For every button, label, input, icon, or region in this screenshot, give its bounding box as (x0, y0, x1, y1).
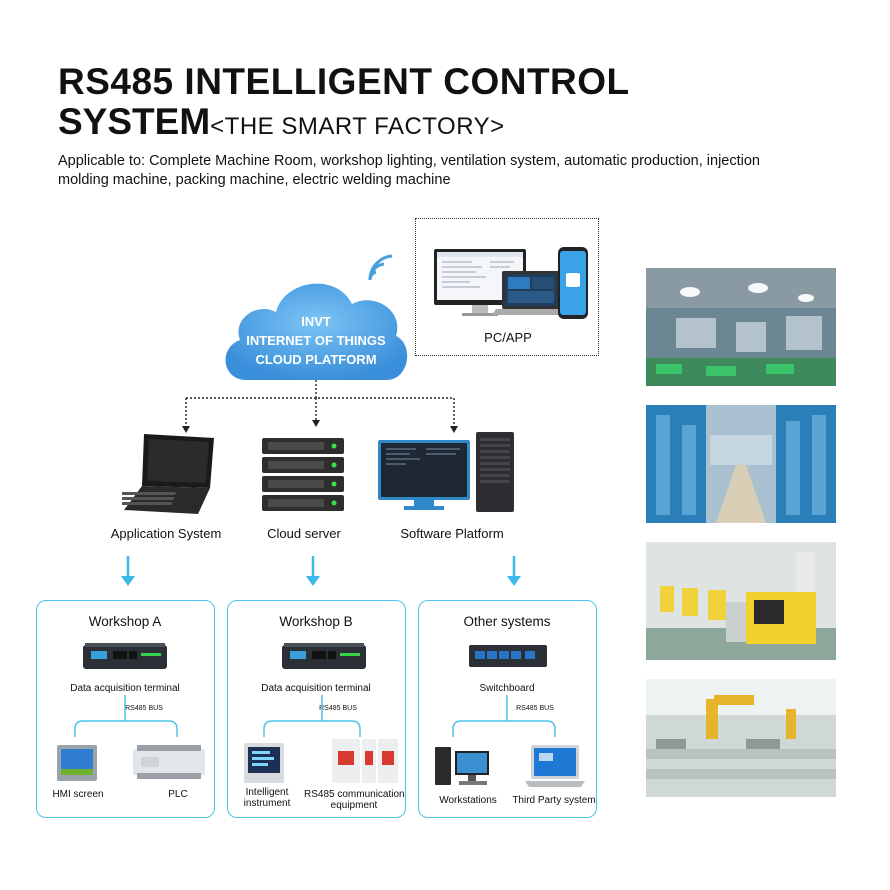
devices-icon (434, 247, 588, 319)
pc-app-label: PC/APP (484, 330, 532, 345)
factory-photo-automation (646, 679, 836, 797)
rs485-equipment-label: RS485 communication equipment (304, 789, 405, 811)
other-systems-title: Other systems (463, 614, 551, 629)
hmi-screen-label: HMI screen (52, 789, 104, 800)
cloud-platform: INVT INTERNET OF THINGS CLOUD PLATFORM (218, 262, 414, 388)
switchboard-label: Switchboard (479, 683, 535, 694)
switchboard-icon (469, 645, 547, 667)
plc-icon (133, 745, 205, 779)
workshop-a-device-label: Data acquisition terminal (70, 683, 180, 694)
equipment-label-line-1: RS485 communication (304, 789, 405, 800)
other-systems-box: Other systems Switchboard RS485 BUS Work… (418, 600, 597, 818)
software-platform-label: Software Platform (400, 526, 504, 541)
software-platform-icon (378, 432, 518, 514)
plc-label: PLC (168, 789, 188, 800)
cloud-line-2: INTERNET OF THINGS (246, 333, 386, 348)
cloud-icon (225, 283, 408, 380)
factory-photo-injection (646, 542, 836, 660)
cloud-line-3: CLOUD PLATFORM (255, 352, 377, 367)
workshop-b-bus-lines (263, 695, 361, 737)
page-title-line2: SYSTEM<THE SMART FACTORY> (58, 102, 505, 147)
other-systems-bus-label: RS485 BUS (516, 705, 554, 712)
title-system: SYSTEM (58, 101, 211, 142)
instrument-label-line-1: Intelligent (245, 787, 289, 798)
wifi-icon (364, 250, 400, 286)
intelligent-instrument-icon (244, 743, 284, 783)
cloud-line-1: INVT (301, 314, 331, 329)
hmi-screen-icon (57, 745, 97, 781)
laptop-icon (122, 432, 218, 516)
workshop-b-bus-label: RS485 BUS (319, 705, 357, 712)
workshop-b-box: Workshop B Data acquisition terminal RS4… (227, 600, 406, 818)
third-party-laptop-icon (525, 745, 585, 787)
title-subtitle: <THE SMART FACTORY> (210, 113, 505, 140)
intelligent-instrument-label: Intelligent instrument (234, 787, 300, 809)
application-system-label: Application System (110, 526, 222, 541)
workshop-b-device-label: Data acquisition terminal (261, 683, 371, 694)
applicable-text: Applicable to: Complete Machine Room, wo… (58, 153, 760, 188)
factory-photo-ventilation (646, 405, 836, 523)
instrument-label-line-2: instrument (243, 798, 291, 809)
workshop-b-title: Workshop B (279, 614, 353, 629)
rs485-equipment-icon (332, 739, 398, 783)
workstations-label: Workstations (439, 795, 497, 806)
other-systems-bus-lines (452, 695, 556, 737)
pc-app-box: PC/APP (415, 218, 599, 356)
data-terminal-icon (83, 643, 167, 669)
workshop-a-box: Workshop A Data acquisition terminal RS4… (36, 600, 215, 818)
data-terminal-icon (282, 643, 366, 669)
third-party-system-label: Third Party system (512, 795, 596, 806)
page-title: RS485 INTELLIGENT CONTROL (58, 61, 630, 102)
workshop-a-bus-label: RS485 BUS (125, 705, 163, 712)
server-icon (262, 436, 346, 516)
factory-photo-lighting (646, 268, 836, 386)
workstation-icon (435, 747, 489, 785)
workshop-a-bus-lines (74, 695, 178, 737)
equipment-label-line-2: equipment (330, 800, 378, 811)
cloud-server-label: Cloud server (267, 526, 341, 541)
workshop-a-title: Workshop A (88, 614, 162, 629)
